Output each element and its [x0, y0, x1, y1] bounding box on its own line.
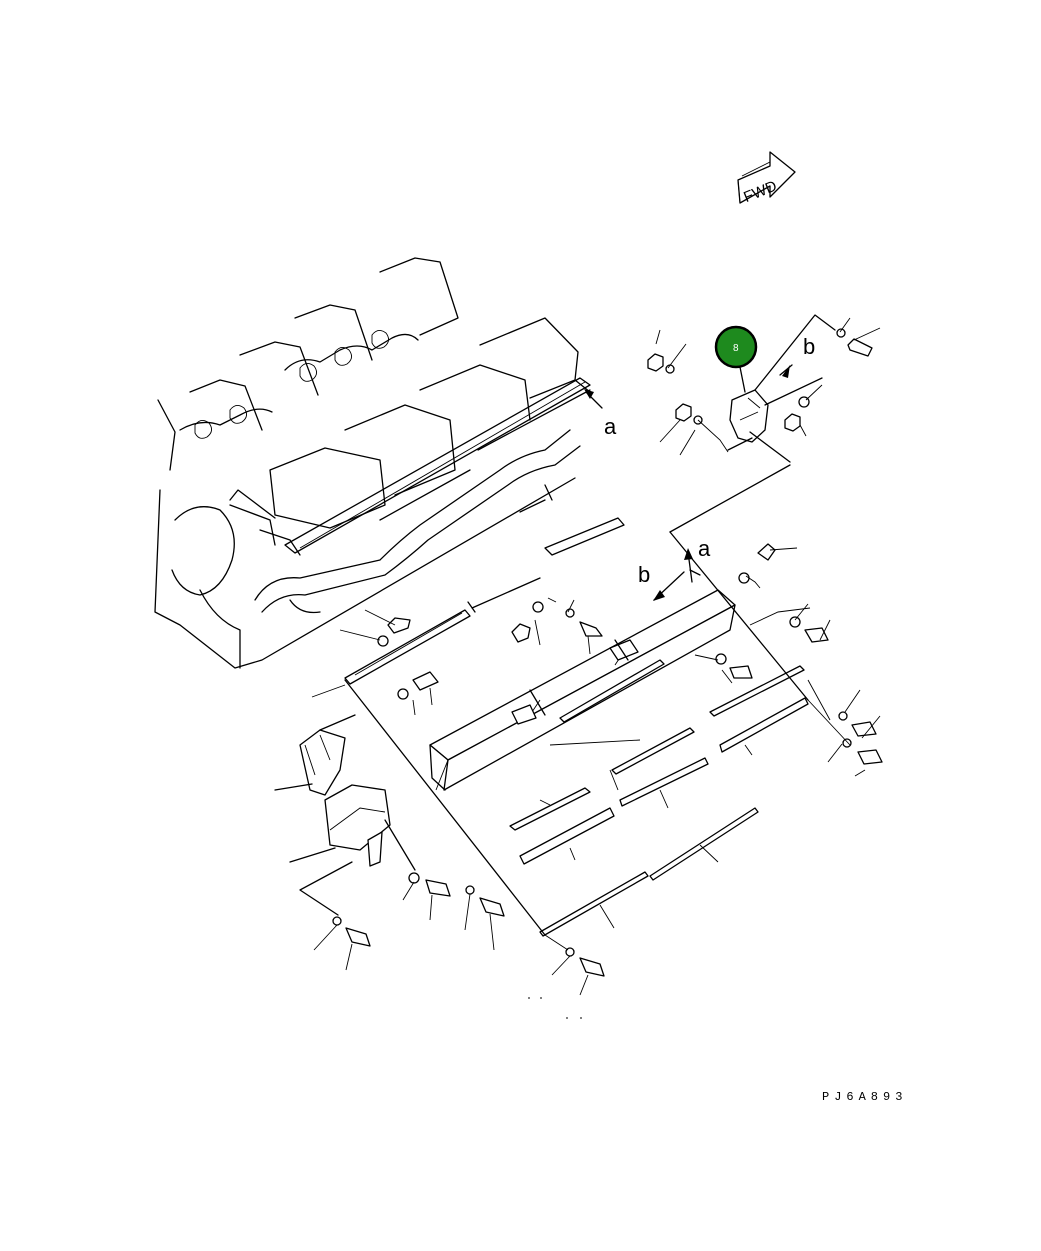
- top-bracket-assembly: [727, 314, 836, 463]
- callout-a-mid-arrow: [684, 548, 693, 583]
- upper-strip-leader: [574, 379, 603, 409]
- top-nuts: [647, 317, 881, 456]
- bottom-hardware: [313, 872, 605, 1019]
- callout-b-mid: b: [638, 562, 650, 587]
- right-hardware: [694, 543, 883, 777]
- drawing-code: PJ6A893: [822, 1090, 907, 1104]
- fwd-direction-marker: FWD: [737, 151, 796, 206]
- middle-rail: [344, 517, 625, 685]
- callout-b-mid-arrow: [653, 571, 685, 601]
- lower-left-covers: [274, 714, 416, 916]
- mid-hardware: [311, 597, 603, 716]
- callout-a-top: a: [604, 414, 617, 439]
- lower-strips: [509, 659, 809, 937]
- callout-a-mid: a: [698, 536, 711, 561]
- main-channel: [429, 589, 736, 791]
- badge-number: 8: [733, 343, 739, 354]
- leader-lines: [344, 464, 809, 936]
- engine-block: [154, 257, 591, 669]
- highlight-badge[interactable]: 8: [714, 325, 758, 369]
- callout-b-top: b: [803, 334, 815, 359]
